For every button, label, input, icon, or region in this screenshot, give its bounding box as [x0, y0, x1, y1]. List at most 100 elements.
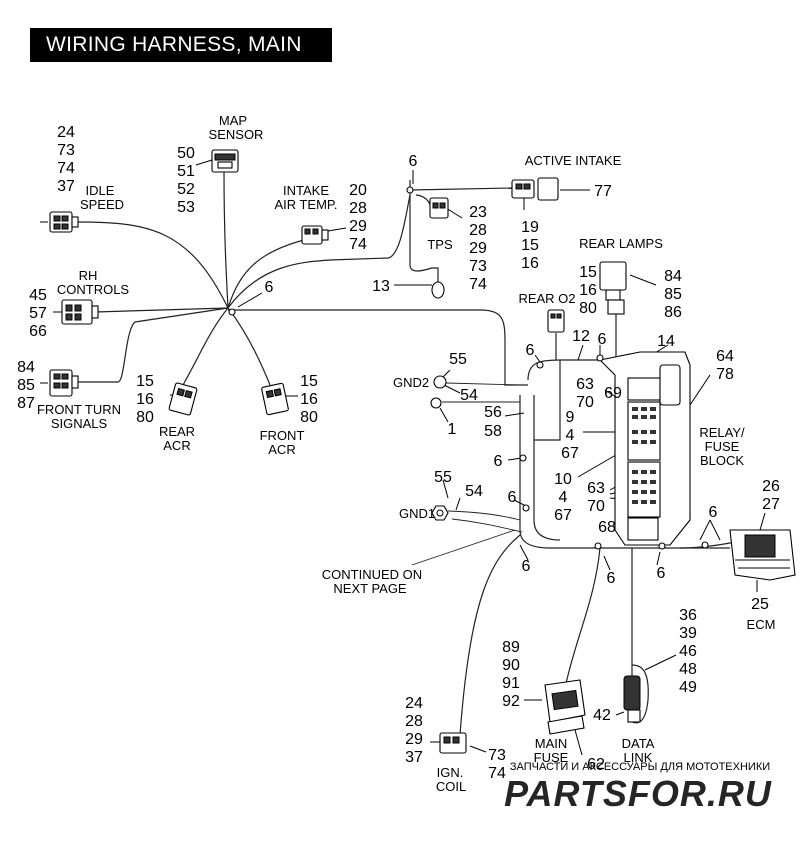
front-turn-label-1: FRONT TURN: [37, 402, 121, 417]
rear-lamps-connector: [599, 261, 627, 315]
item-1: 1: [448, 421, 457, 438]
front-acr-num-1: 15: [300, 373, 318, 390]
data-link-num-5: 49: [679, 679, 697, 696]
rh-controls-connector: [61, 299, 99, 325]
rear-lamps-left-1: 15: [579, 264, 597, 281]
front-turn-num-1: 84: [17, 359, 35, 376]
item-58: 58: [484, 423, 502, 440]
relay-label-1: RELAY/: [699, 425, 745, 440]
data-link-num-1: 36: [679, 607, 697, 624]
main-fuse-num-2: 90: [502, 657, 520, 674]
iat-num-2: 28: [349, 200, 367, 217]
idle-num-1: 24: [57, 124, 75, 141]
item-63a: 63: [576, 376, 594, 393]
item-6g: 6: [657, 565, 666, 582]
item-6c: 6: [494, 453, 503, 470]
idle-label-2: SPEED: [80, 197, 124, 212]
map-sensor-connector: [211, 149, 239, 173]
idle-num-3: 74: [57, 160, 75, 177]
wire-active-intake: [409, 187, 513, 191]
rh-label-2: CONTROLS: [57, 282, 130, 297]
tps-num-1: 23: [469, 204, 487, 221]
iat-label-1: INTAKE: [283, 183, 329, 198]
item-9: 9: [566, 409, 575, 426]
wire-rh-controls: [94, 307, 229, 313]
tps-num-4: 73: [469, 258, 487, 275]
watermark-logo: PARTSFOR.RU: [504, 773, 772, 814]
item-67a: 67: [561, 445, 579, 462]
ign-coil-num-1: 24: [405, 695, 423, 712]
front-acr-label-1: FRONT: [260, 428, 305, 443]
wire-gnd1: [447, 510, 521, 521]
watermark-subtext: ЗАПЧАСТИ И АКСЕССУАРЫ ДЛЯ МОТОТЕХНИКИ: [510, 761, 770, 773]
main-fuse-num-3: 91: [502, 675, 520, 692]
idle-speed-connector: [49, 211, 79, 233]
data-link-connector: [623, 664, 649, 724]
relay-label-3: BLOCK: [700, 453, 744, 468]
wire-ign-coil: [459, 534, 521, 736]
wire-map-sensor: [223, 169, 229, 309]
ecm-module: [729, 529, 796, 581]
data-link-num-3: 46: [679, 643, 697, 660]
idle-num-4: 37: [57, 178, 75, 195]
active-intake-77: 77: [594, 183, 612, 200]
rear-acr-label-2: ACR: [163, 438, 190, 453]
map-label-1: MAP: [219, 113, 247, 128]
item-68: 68: [598, 519, 616, 536]
item-10: 10: [554, 471, 572, 488]
main-fuse-num-4: 92: [502, 693, 520, 710]
data-link-label-1: DATA: [622, 736, 655, 751]
tps-num-2: 28: [469, 222, 487, 239]
main-fuse-connector: [544, 679, 586, 735]
gnd2-label: GND2: [393, 375, 429, 390]
rh-num-3: 66: [29, 323, 47, 340]
active-intake-label: ACTIVE INTAKE: [525, 153, 622, 168]
wire-continued: [411, 529, 516, 566]
idle-num-2: 73: [57, 142, 75, 159]
item-64: 64: [716, 348, 734, 365]
wire-main-trunk: [228, 309, 528, 386]
ign-coil-num-4: 37: [405, 749, 423, 766]
top-6: 6: [409, 153, 418, 170]
item-6h: 6: [709, 504, 718, 521]
map-num-3: 52: [177, 181, 195, 198]
intake-air-temp-connector: [301, 225, 329, 245]
rear-lamps-right-1: 84: [664, 268, 682, 285]
rear-acr-connector: [168, 382, 198, 416]
ground-clip-13: [431, 281, 445, 299]
wire-n13: [409, 195, 439, 292]
gnd1-label: GND1: [399, 506, 435, 521]
front-turn-label-2: SIGNALS: [51, 416, 108, 431]
iat-label-2: AIR TEMP.: [274, 197, 337, 212]
map-label-2: SENSOR: [209, 127, 264, 142]
wire-rear-acr: [182, 307, 229, 386]
item-62: 62: [587, 756, 605, 773]
rh-num-1: 45: [29, 287, 47, 304]
item-63b: 63: [587, 480, 605, 497]
wire-relay-bottom: [519, 395, 730, 549]
wire-main-fuse: [564, 547, 601, 689]
rear-lamps-right-3: 86: [664, 304, 682, 321]
front-turn-signals-connector: [49, 369, 79, 397]
item-69: 69: [604, 385, 622, 402]
wire-front-turn: [76, 307, 229, 383]
ign-coil-num-2: 28: [405, 713, 423, 730]
rear-acr-num-2: 16: [136, 391, 154, 408]
data-link-num-4: 48: [679, 661, 697, 678]
relay-label-2: FUSE: [705, 439, 740, 454]
item-55a: 55: [449, 351, 467, 368]
item-6d: 6: [508, 489, 517, 506]
map-num-1: 50: [177, 145, 195, 162]
rear-acr-label-1: REAR: [159, 424, 195, 439]
wire-relay-inner: [533, 395, 561, 541]
center-6: 6: [265, 279, 274, 296]
item-67b: 67: [554, 507, 572, 524]
tps-label: TPS: [427, 237, 453, 252]
rear-lamps-right-2: 85: [664, 286, 682, 303]
page-title: WIRING HARNESS, MAIN: [30, 28, 332, 62]
active-num-3: 16: [521, 255, 539, 272]
relay-fuse-block: [598, 351, 691, 546]
iat-num-1: 20: [349, 182, 367, 199]
wire-upper-trunk: [227, 180, 411, 309]
